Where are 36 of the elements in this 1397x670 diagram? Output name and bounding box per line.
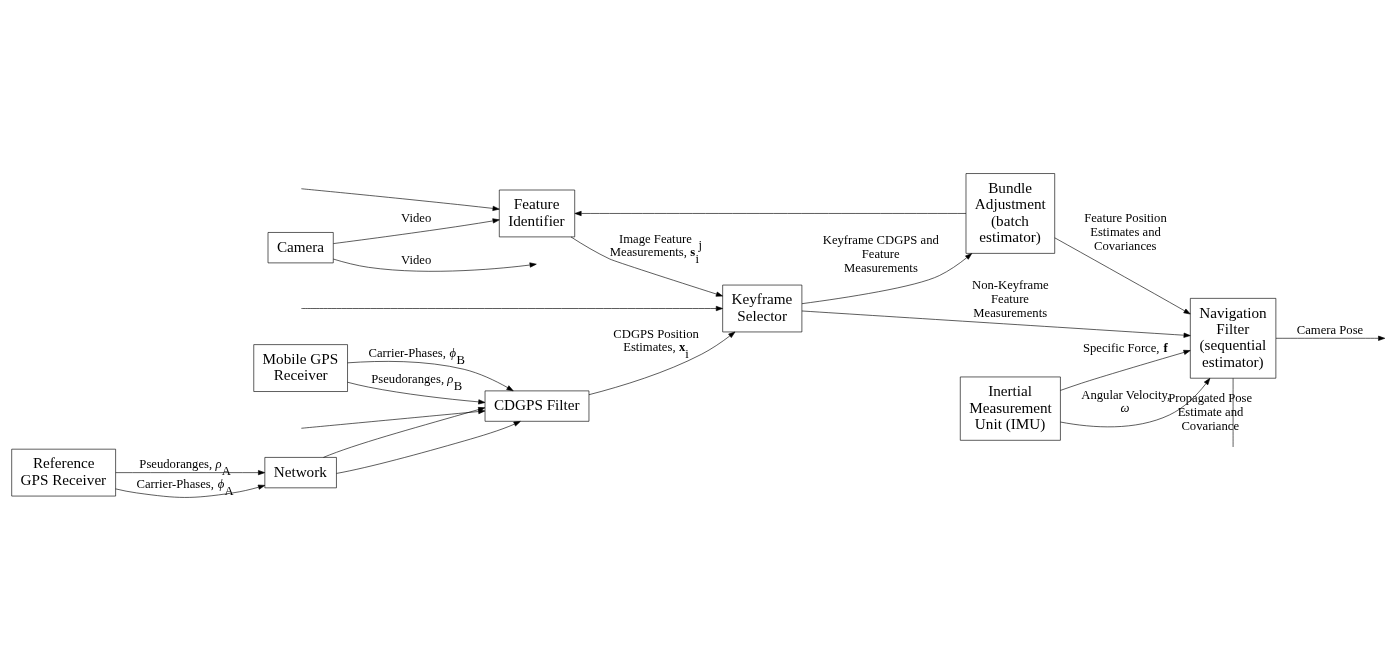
node-box: Mobile GPS Receiver: [253, 343, 348, 392]
edge-label: Video: [401, 252, 432, 267]
arrow: [115, 469, 266, 475]
arrow: [333, 258, 537, 272]
edge-label: Non-Keyframe Feature Measurements: [972, 278, 1049, 320]
node-box: Camera: [267, 231, 334, 263]
edge-label: Specific Force, f: [1082, 340, 1168, 355]
node-box: Reference GPS Receiver: [11, 448, 116, 496]
node-box: Bundle Adjustment (batch estimator): [965, 172, 1056, 254]
arrow: [336, 420, 521, 474]
arrow: [801, 252, 973, 304]
arrow: [1054, 237, 1191, 314]
arrow: [115, 484, 266, 498]
arrow: [333, 217, 500, 244]
arrow: [301, 305, 723, 311]
edge-label: Camera Pose: [1296, 322, 1364, 337]
edge-label: Video: [401, 210, 432, 225]
arrow: [570, 236, 723, 297]
arrow: [1060, 377, 1211, 427]
node-box: CDGPS Filter: [484, 390, 590, 422]
edge-label: Feature Position Estimates and Covariances: [1084, 210, 1167, 253]
node-box: Keyframe Selector: [722, 284, 803, 332]
arrow: [1060, 349, 1191, 391]
node-box: Feature Identifier: [499, 189, 576, 237]
arrow: [574, 210, 967, 216]
edge-label: Angular Velocity, ω: [1081, 387, 1171, 415]
arrow: [347, 381, 486, 404]
arrow: [301, 187, 500, 211]
arrow: [588, 331, 736, 395]
arrow: [1275, 335, 1386, 341]
node-box: Inertial Measurement Unit (IMU): [959, 376, 1061, 441]
node-box: Network: [264, 456, 337, 488]
node-box: Navigation Filter (sequential estimator): [1190, 297, 1277, 379]
arrow: [801, 310, 1191, 338]
arrow: [347, 360, 514, 391]
edge-label: Keyframe CDGPS and Feature Measurements: [822, 232, 939, 275]
